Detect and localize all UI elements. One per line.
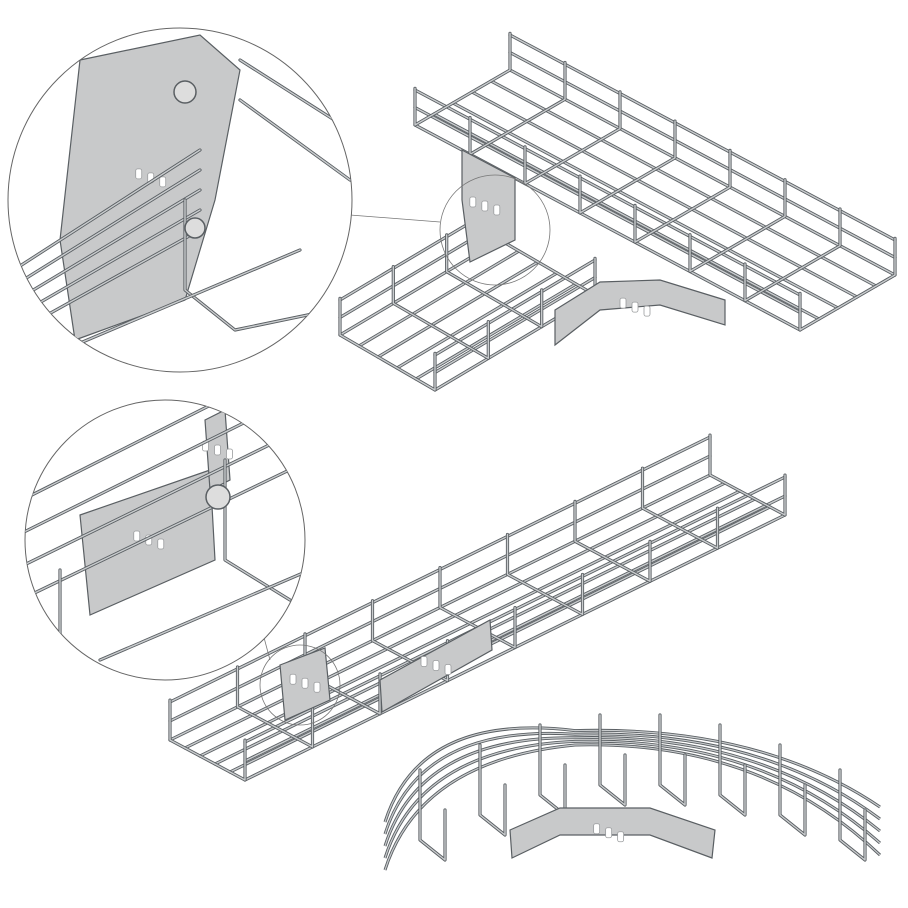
longitudinal-wire-highlight [396, 272, 558, 369]
plate-slot [631, 301, 639, 313]
bend-wire-highlight [384, 736, 881, 847]
plate-slot [135, 168, 143, 180]
plate-slot [617, 831, 625, 843]
plate-slot [133, 530, 141, 542]
magnified-wire-highlight [19, 169, 201, 283]
bend-cross-wire-highlight [479, 744, 506, 836]
plate-slot [226, 448, 233, 460]
side-wire-highlight [434, 276, 596, 374]
bend-cross-wire-highlight [779, 744, 806, 836]
cross-wire-highlight [574, 500, 651, 582]
plate-slot [289, 673, 297, 685]
bend-cross-wire-highlight [539, 724, 566, 816]
bend-cross-wire [598, 713, 627, 807]
cross-wire-highlight [641, 467, 719, 549]
magnified-wire-highlight [19, 209, 201, 315]
cross-wire-highlight [709, 434, 786, 516]
plate-slot [593, 823, 601, 835]
plate-slot [605, 827, 613, 839]
cross-wire-highlight [392, 265, 489, 359]
callout-source-circle [259, 644, 341, 726]
bend-cross-wire [658, 713, 687, 807]
magnified-wire-highlight [39, 249, 301, 361]
plate-slot [444, 664, 452, 675]
cross-wire-highlight [446, 234, 543, 328]
side-wire-highlight [509, 34, 896, 241]
bend-cross-wire-highlight [719, 724, 746, 816]
longitudinal-wire-highlight [471, 91, 858, 298]
cross-wire-highlight [414, 32, 511, 126]
cross-wire-highlight [689, 179, 786, 273]
cross-wire-highlight [469, 61, 566, 155]
bend-cross-wire-highlight [419, 769, 446, 861]
plate-slot [313, 681, 321, 693]
side-wire-highlight [414, 89, 801, 296]
bolt-icon [173, 80, 197, 104]
bend-cross-wire-highlight [659, 714, 686, 806]
callout-leader-line [349, 214, 441, 223]
plate-slot [420, 656, 428, 667]
plate-slot [619, 297, 627, 309]
longitudinal-wire-highlight [358, 250, 520, 347]
cross-wire-highlight [236, 666, 314, 748]
longitudinal-wire-highlight [415, 283, 577, 380]
bend-cross-wire-highlight [599, 714, 626, 806]
cross-wire-highlight [524, 91, 621, 185]
cross-wire-highlight [799, 237, 896, 331]
cross-wire-highlight [744, 208, 841, 302]
side-wire-highlight [434, 259, 596, 356]
magnified-u-wire-highlight [184, 199, 352, 331]
bolt-icon [184, 217, 206, 239]
trays-layer [168, 31, 897, 871]
plate-slot [481, 200, 489, 212]
bend-tray [383, 713, 882, 871]
bend-wire-highlight [384, 732, 881, 835]
cross-wire [413, 31, 512, 127]
cross-wire-highlight [506, 533, 584, 616]
straight-tray-mesh [168, 433, 787, 782]
longitudinal-wire-highlight [433, 113, 820, 320]
magnified-wire-highlight [99, 569, 305, 661]
bend-bracket [509, 807, 716, 859]
detail-straight-bracket [24, 399, 341, 726]
magnified-wire-highlight [25, 424, 305, 568]
magnified-wire-highlight [239, 99, 351, 181]
cross-wire-highlight [579, 120, 676, 214]
cross-wire-highlight [339, 297, 436, 391]
magnified-wire-highlight [25, 400, 305, 502]
plate-slot [157, 538, 165, 550]
magnified-wire-highlight [19, 189, 201, 299]
plate-slot [301, 677, 309, 689]
plate-slot [159, 176, 167, 188]
plate-slot [469, 196, 477, 208]
detail-content [25, 400, 305, 680]
bend-cross-wire-highlight [839, 769, 866, 861]
longitudinal-wire-highlight [509, 69, 896, 276]
detail-callouts-layer [7, 27, 551, 726]
detail-tee-bracket [7, 27, 551, 373]
longitudinal-wire-highlight [377, 261, 539, 358]
cross-wire-highlight [169, 699, 246, 781]
bolt-icon [205, 484, 231, 510]
plate-slot [643, 305, 651, 317]
bend-wire-highlight [384, 744, 881, 871]
magnified-wire-highlight [19, 149, 201, 267]
plate-slot [214, 444, 221, 456]
cross-wire-highlight [634, 149, 731, 243]
bend-wire-highlight [384, 727, 881, 823]
longitudinal-wire-highlight [452, 102, 839, 309]
cross-wire-highlight [304, 633, 381, 715]
plate-slot [493, 204, 501, 216]
side-wire-highlight [414, 106, 801, 314]
plate-slot [432, 660, 440, 671]
tee-bracket-upper [461, 149, 516, 263]
callout-source-circle [439, 174, 551, 286]
side-wire-highlight [509, 51, 896, 259]
magnified-wire-highlight [25, 459, 305, 601]
tee-bracket-lower [554, 279, 726, 347]
longitudinal-wire-highlight [490, 80, 877, 287]
